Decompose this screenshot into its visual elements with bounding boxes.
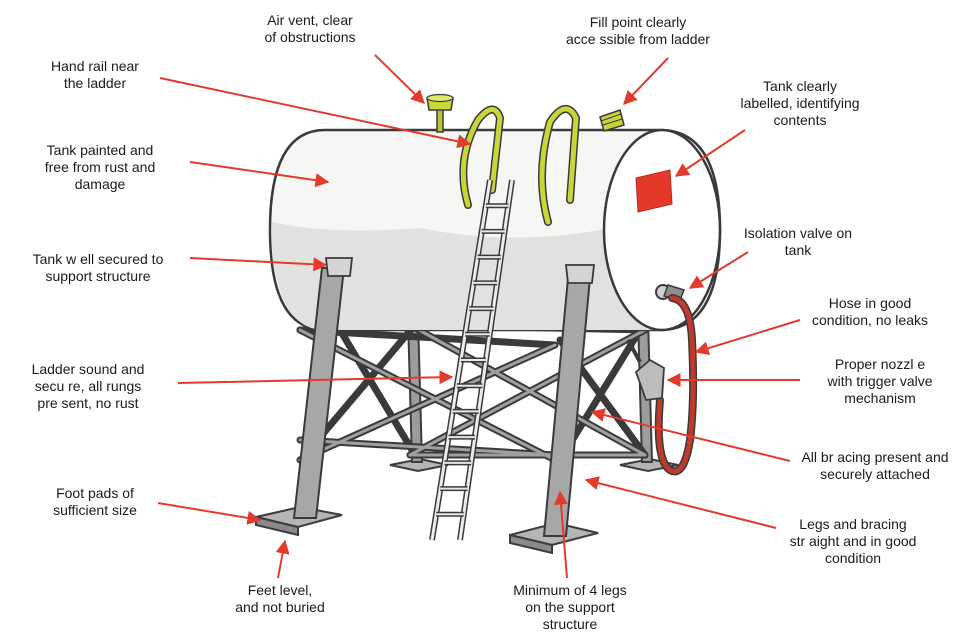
label-min-legs: Minimum of 4 legs on the support structu… <box>513 582 627 632</box>
arrow-isolation-valve <box>688 251 749 289</box>
ladder-rungs <box>436 203 509 517</box>
contents-label-plate <box>635 169 673 213</box>
tank-lower-shade <box>272 222 700 330</box>
arrow-hose <box>694 319 801 355</box>
front-left-saddle <box>324 257 354 277</box>
label-bracing: All br acing present and securely attach… <box>801 449 949 482</box>
label-ladder: Ladder sound and secu re, all rungs pre … <box>31 361 145 411</box>
hand-rails-color <box>460 106 579 225</box>
arrow-tank-painted <box>189 161 330 188</box>
arrow-fill-point <box>623 57 669 106</box>
label-tank-labelled: Tank clearly labelled, identifying conte… <box>740 78 860 128</box>
label-fill-point: Fill point clearly acce ssible from ladd… <box>566 14 710 47</box>
label-legs-straight: Legs and bracing str aight and in good c… <box>789 516 917 566</box>
arrow-ladder <box>177 370 454 385</box>
label-nozzle: Proper nozzl e with trigger valve mechan… <box>827 356 933 406</box>
arrow-feet-level <box>275 539 290 579</box>
arrow-tank-labelled <box>674 129 746 177</box>
label-hand-rail: Hand rail near the ladder <box>51 58 139 91</box>
front-right-saddle <box>564 264 596 284</box>
label-isolation-valve: Isolation valve on tank <box>743 225 853 258</box>
callout-arrows <box>157 54 801 579</box>
nozzle <box>634 358 665 401</box>
label-tank-secured: Tank w ell secured to support structure <box>32 251 164 284</box>
label-air-vent: Air vent, clear of obstructions <box>264 12 356 45</box>
arrow-hand-rail <box>159 77 472 149</box>
arrow-tank-secured <box>189 257 328 272</box>
foot-pad-front-right-side <box>509 533 553 555</box>
arrow-legs-straight <box>584 476 777 529</box>
arrow-min-legs <box>554 490 568 579</box>
fill-point <box>599 109 625 132</box>
ladder <box>429 179 515 541</box>
nozzle-spout <box>626 339 642 363</box>
arrow-foot-pads <box>157 502 262 525</box>
tank-end-cap <box>602 128 722 332</box>
label-feet-level: Feet level, and not buried <box>235 582 325 615</box>
hose-assembly <box>626 284 698 476</box>
air-vent <box>426 93 454 133</box>
arrow-air-vent <box>374 54 426 104</box>
brace <box>336 326 419 459</box>
label-foot-pads: Foot pads of sufficient size <box>53 485 137 518</box>
front-legs <box>292 257 596 537</box>
label-tank-painted: Tank painted and free from rust and dama… <box>44 142 156 192</box>
arrow-bracing <box>590 408 791 462</box>
label-hose: Hose in good condition, no leaks <box>812 295 928 328</box>
